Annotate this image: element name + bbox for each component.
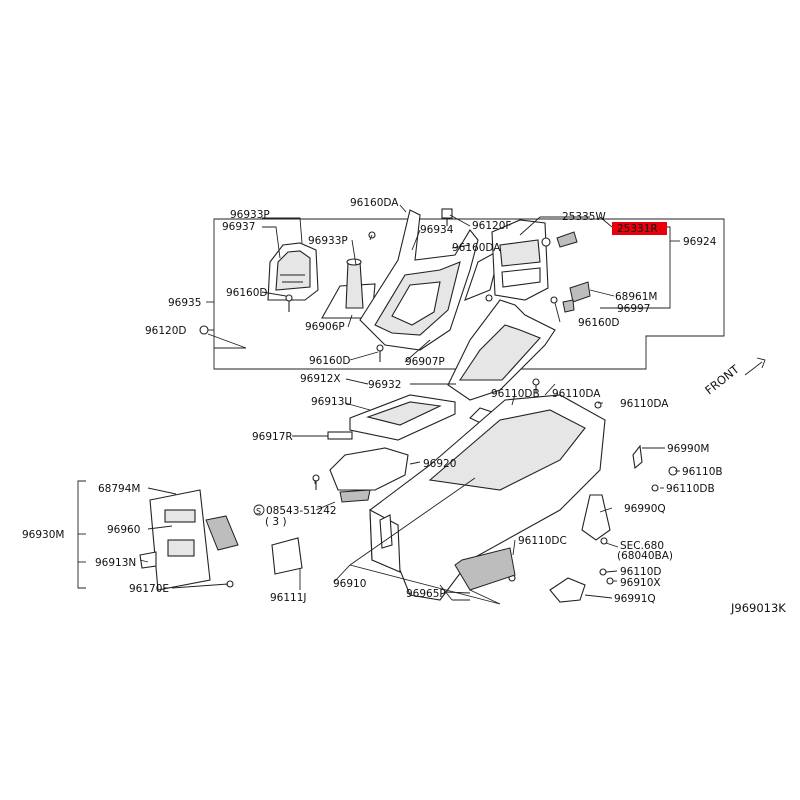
left-group-bracket bbox=[77, 480, 86, 589]
label-08543-qty: ( 3 ) bbox=[265, 516, 287, 528]
label-25335W: 25335W bbox=[562, 211, 606, 223]
label-25331R: 25331R bbox=[617, 223, 658, 235]
label-96930M: 96930M bbox=[22, 529, 64, 541]
label-96912X: 96912X bbox=[300, 373, 341, 385]
label-96913U: 96913U bbox=[311, 396, 352, 408]
label-96920: 96920 bbox=[423, 458, 456, 470]
shift-boot-drawing bbox=[321, 258, 376, 319]
floor-bracket-drawing bbox=[549, 577, 586, 603]
label-96160DA-b: 96160DA bbox=[452, 242, 501, 254]
front-label: FRONT bbox=[702, 362, 742, 398]
label-96111J: 96111J bbox=[270, 592, 307, 604]
label-96933P-top: 96933P bbox=[230, 209, 270, 221]
label-96906P: 96906P bbox=[305, 321, 345, 333]
label-96990Q: 96990Q bbox=[624, 503, 666, 515]
rear-panel-drawing bbox=[139, 489, 239, 591]
label-68794M: 68794M bbox=[98, 483, 140, 495]
armrest-lid-drawing bbox=[329, 447, 409, 503]
label-96934: 96934 bbox=[420, 224, 454, 236]
label-96917R: 96917R bbox=[252, 431, 293, 443]
label-96120F: 96120F bbox=[472, 220, 511, 232]
label-96160D-c: 96160D bbox=[578, 317, 620, 329]
cup-holder-drawing bbox=[267, 242, 319, 301]
label-96160DA-a: 96160DA bbox=[350, 197, 399, 209]
label-96910X: 96910X bbox=[620, 577, 661, 589]
label-96110DC: 96110DC bbox=[518, 535, 567, 547]
standard-part-symbol bbox=[253, 504, 265, 516]
label-96997: 96997 bbox=[617, 303, 650, 315]
label-96110DB-b: 96110DB bbox=[666, 483, 715, 495]
label-08543-51242: 08543-51242 bbox=[266, 505, 337, 517]
label-sec680: SEC.680 bbox=[620, 540, 664, 552]
rear-bracket-drawing bbox=[581, 494, 611, 541]
label-96937: 96937 bbox=[222, 221, 255, 233]
label-96110DA-a: 96110DA bbox=[552, 388, 601, 400]
label-96110D: 96110D bbox=[620, 566, 662, 578]
lower-panel-drawing bbox=[349, 394, 456, 441]
label-96932: 96932 bbox=[368, 379, 401, 391]
highlighted-part-box bbox=[612, 222, 667, 235]
plate-drawing bbox=[271, 537, 303, 575]
label-96913N: 96913N bbox=[95, 557, 136, 569]
label-96170E: 96170E bbox=[129, 583, 169, 595]
switch-panel-drawing bbox=[491, 219, 591, 313]
diagram-code: J969013K bbox=[730, 601, 786, 615]
label-96110B: 96110B bbox=[682, 466, 723, 478]
label-96120D: 96120D bbox=[145, 325, 187, 337]
leader-lines bbox=[78, 204, 680, 605]
console-finisher-drawing bbox=[359, 209, 501, 351]
label-96924: 96924 bbox=[683, 236, 717, 248]
label-96960: 96960 bbox=[107, 524, 140, 536]
bracket-drawing bbox=[632, 444, 643, 470]
label-96907P: 96907P bbox=[405, 356, 445, 368]
front-direction-indicator: FRONT bbox=[702, 357, 766, 398]
label-96910: 96910 bbox=[333, 578, 366, 590]
clip-drawing bbox=[327, 431, 353, 440]
label-96991Q: 96991Q bbox=[614, 593, 656, 605]
standard-part-s: S bbox=[256, 507, 261, 516]
main-console-drawing bbox=[369, 394, 606, 601]
label-96990M: 96990M bbox=[667, 443, 709, 455]
upper-assembly-frame bbox=[213, 218, 725, 370]
label-68961M: 68961M bbox=[615, 291, 657, 303]
label-96110DB-a: 96110DB bbox=[491, 388, 540, 400]
label-96935: 96935 bbox=[168, 297, 201, 309]
label-96110DA-b: 96110DA bbox=[620, 398, 669, 410]
label-96160D-b: 96160D bbox=[309, 355, 351, 367]
label-96965P: 96965P bbox=[406, 588, 446, 600]
label-96933P-mid: 96933P bbox=[308, 235, 348, 247]
label-sec680-ref: (68040BA) bbox=[617, 550, 673, 562]
label-96160D-a: 96160D bbox=[226, 287, 268, 299]
